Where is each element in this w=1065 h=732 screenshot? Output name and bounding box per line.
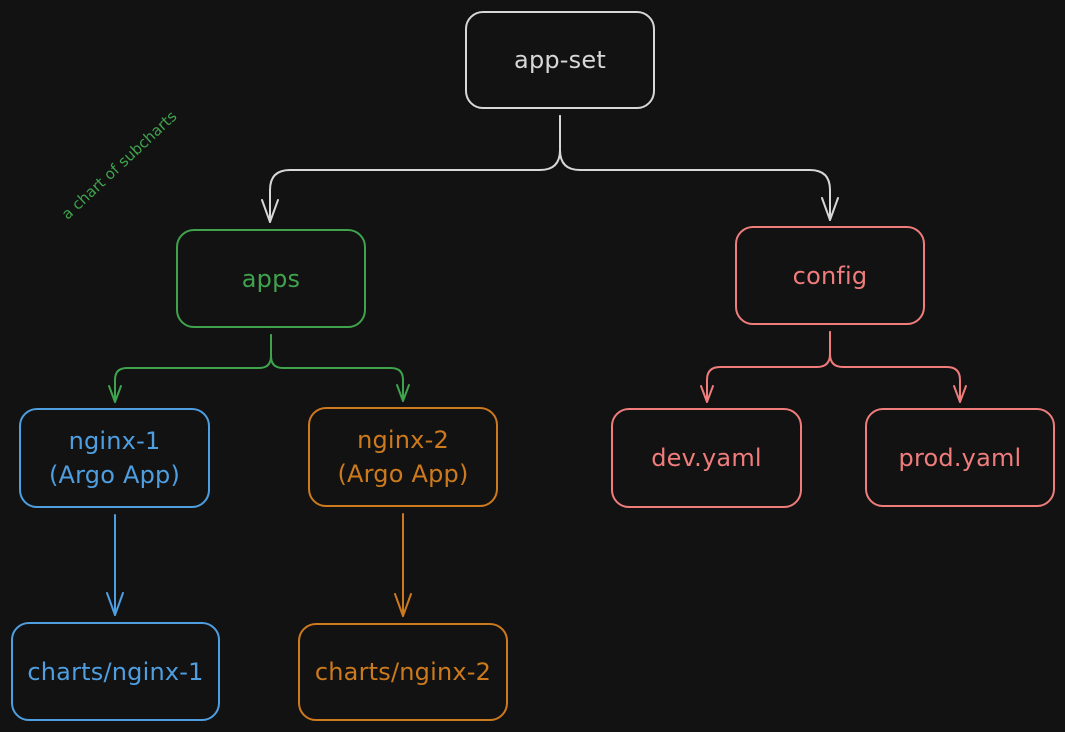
- node-charts-nginx-2[interactable]: charts/nginx-2: [298, 623, 508, 721]
- edge-app-set-to-apps: [269, 115, 561, 223]
- edge-app-set-to-config: [559, 115, 831, 221]
- node-charts-nginx-1-label: charts/nginx-1: [27, 657, 204, 686]
- arrowhead-nginx-1: [108, 385, 122, 403]
- node-nginx-2-name: nginx-2: [357, 426, 449, 454]
- node-prod-yaml-label: prod.yaml: [898, 443, 1022, 472]
- edge-config-to-prod: [829, 331, 961, 403]
- node-app-set[interactable]: app-set: [465, 11, 655, 109]
- arrowhead-charts-nginx-1: [106, 592, 124, 616]
- node-nginx-2[interactable]: nginx-2 (Argo App): [308, 407, 498, 507]
- arrowhead-prod: [953, 385, 967, 403]
- arrowhead-nginx-2: [396, 384, 410, 402]
- arrowhead-dev: [700, 385, 714, 403]
- node-nginx-2-type: (Argo App): [337, 460, 469, 488]
- edge-config-to-dev: [706, 331, 831, 403]
- edge-apps-to-nginx-2: [270, 334, 404, 402]
- node-nginx-1-name: nginx-1: [68, 427, 161, 455]
- node-config-label: config: [792, 261, 868, 290]
- node-charts-nginx-1[interactable]: charts/nginx-1: [11, 622, 220, 721]
- node-nginx-1[interactable]: nginx-1 (Argo App): [19, 408, 210, 508]
- node-apps[interactable]: apps: [176, 229, 366, 328]
- node-dev-yaml[interactable]: dev.yaml: [611, 408, 802, 508]
- node-charts-nginx-2-label: charts/nginx-2: [314, 658, 492, 686]
- edge-apps-to-nginx-1: [114, 334, 272, 403]
- node-apps-label: apps: [241, 264, 301, 293]
- arrowhead-config: [821, 197, 839, 221]
- node-prod-yaml[interactable]: prod.yaml: [865, 408, 1055, 507]
- node-app-set-label: app-set: [514, 46, 606, 74]
- node-dev-yaml-label: dev.yaml: [651, 444, 762, 472]
- node-config[interactable]: config: [735, 226, 925, 325]
- node-nginx-1-type: (Argo App): [48, 461, 181, 489]
- arrowhead-apps: [261, 199, 279, 223]
- arrowhead-charts-nginx-2: [394, 593, 412, 617]
